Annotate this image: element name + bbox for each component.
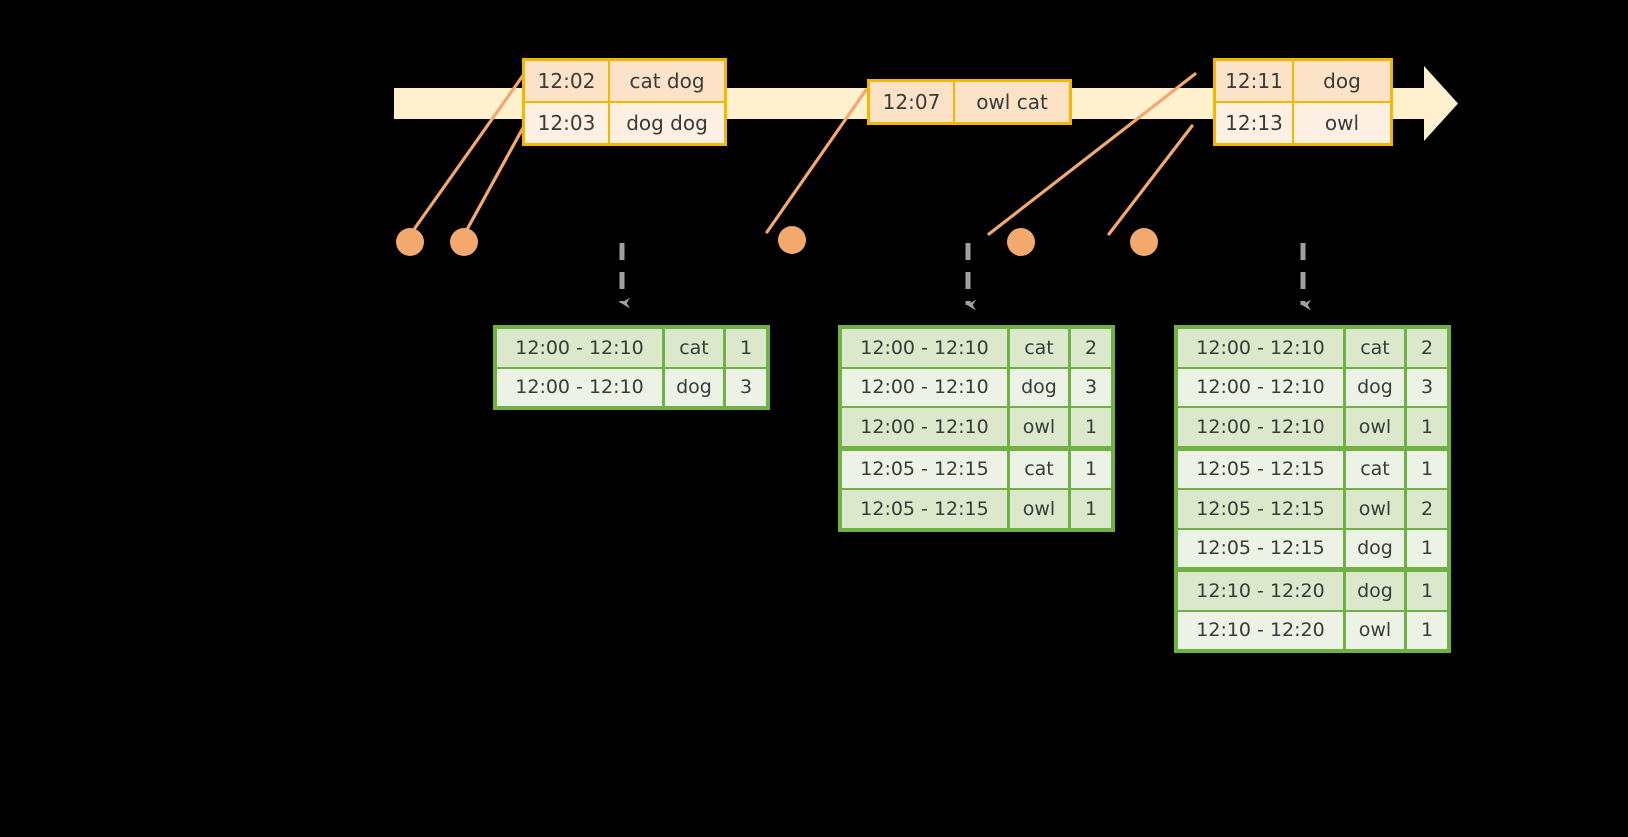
cell-window: 12:00 - 12:10	[842, 368, 1007, 406]
event-words: dog dog	[626, 111, 708, 135]
table-row: 12:00 - 12:10 cat 1	[497, 329, 766, 367]
event-group-1: 12:02 cat dog 12:03 dog dog	[522, 58, 727, 146]
table-row: 12:00 - 12:10 owl 1	[842, 408, 1111, 446]
table-row: 12:05 - 12:15 owl 2	[1178, 490, 1447, 528]
table-row: 12:05 - 12:15 cat 1	[842, 450, 1111, 488]
cell-count: 1	[1407, 529, 1447, 567]
event-words: owl cat	[976, 90, 1048, 114]
table-row: 12:00 - 12:10 cat 2	[842, 329, 1111, 367]
table-row: 12:00 - 12:10 owl 1	[1178, 408, 1447, 446]
cell-window: 12:00 - 12:10	[497, 368, 662, 406]
cell-word: cat	[1010, 329, 1068, 367]
event-row: 12:11 dog	[1216, 61, 1390, 101]
cell-count: 1	[1407, 408, 1447, 446]
cell-word: owl	[1346, 408, 1404, 446]
table-row: 12:00 - 12:10 dog 3	[497, 368, 766, 406]
connector-dot-4	[1007, 228, 1035, 256]
cell-word: cat	[1010, 450, 1068, 488]
connector-dot-5	[1130, 228, 1158, 256]
result-table-1: 12:00 - 12:10 cat 1 12:00 - 12:10 dog 3	[493, 325, 770, 410]
cell-window: 12:10 - 12:20	[1178, 572, 1343, 610]
cell-count: 3	[726, 368, 766, 406]
cell-word: owl	[1010, 408, 1068, 446]
cell-count: 1	[726, 329, 766, 367]
cell-count: 2	[1407, 490, 1447, 528]
cell-window: 12:05 - 12:15	[1178, 529, 1343, 567]
event-time: 12:02	[525, 61, 610, 101]
event-row: 12:02 cat dog	[525, 61, 724, 101]
cell-count: 1	[1071, 450, 1111, 488]
cell-window: 12:10 - 12:20	[1178, 611, 1343, 649]
cell-word: dog	[665, 368, 723, 406]
cell-count: 3	[1407, 368, 1447, 406]
cell-word: dog	[1010, 368, 1068, 406]
result-table-3: 12:00 - 12:10 cat 2 12:00 - 12:10 dog 3 …	[1174, 325, 1451, 653]
cell-window: 12:00 - 12:10	[842, 329, 1007, 367]
table-row: 12:05 - 12:15 owl 1	[842, 490, 1111, 528]
cell-window: 12:00 - 12:10	[497, 329, 662, 367]
cell-count: 1	[1407, 572, 1447, 610]
cell-window: 12:00 - 12:10	[1178, 408, 1343, 446]
event-group-3: 12:11 dog 12:13 owl	[1213, 58, 1393, 146]
dashed-arrows	[619, 243, 1311, 311]
cell-word: owl	[1346, 611, 1404, 649]
table-row: 12:10 - 12:20 owl 1	[1178, 611, 1447, 649]
cell-window: 12:00 - 12:10	[1178, 329, 1343, 367]
event-time: 12:13	[1216, 103, 1294, 143]
cell-window: 12:00 - 12:10	[1178, 368, 1343, 406]
cell-window: 12:05 - 12:15	[1178, 490, 1343, 528]
event-time: 12:07	[870, 82, 955, 122]
table-row: 12:00 - 12:10 dog 3	[1178, 368, 1447, 406]
cell-word: dog	[1346, 572, 1404, 610]
event-time: 12:03	[525, 103, 610, 143]
table-row: 12:10 - 12:20 dog 1	[1178, 572, 1447, 610]
cell-count: 1	[1407, 611, 1447, 649]
cell-count: 1	[1071, 490, 1111, 528]
event-words: cat dog	[629, 69, 705, 93]
event-row: 12:07 owl cat	[870, 82, 1069, 122]
table-row: 12:00 - 12:10 cat 2	[1178, 329, 1447, 367]
cell-word: cat	[1346, 450, 1404, 488]
cell-word: dog	[1346, 368, 1404, 406]
cell-window: 12:05 - 12:15	[842, 490, 1007, 528]
connector-dot-3	[778, 226, 806, 254]
event-words: owl	[1324, 111, 1360, 135]
cell-count: 1	[1071, 408, 1111, 446]
cell-word: owl	[1010, 490, 1068, 528]
connector-dot-1	[396, 228, 424, 256]
cell-count: 1	[1407, 450, 1447, 488]
event-words: dog	[1323, 69, 1361, 93]
event-group-2: 12:07 owl cat	[867, 79, 1072, 125]
cell-word: dog	[1346, 529, 1404, 567]
event-row: 12:03 dog dog	[525, 101, 724, 143]
cell-word: cat	[1346, 329, 1404, 367]
table-row: 12:00 - 12:10 dog 3	[842, 368, 1111, 406]
cell-window: 12:05 - 12:15	[842, 450, 1007, 488]
cell-count: 2	[1071, 329, 1111, 367]
result-table-2: 12:00 - 12:10 cat 2 12:00 - 12:10 dog 3 …	[838, 325, 1115, 532]
connector-dot-2	[450, 228, 478, 256]
event-time: 12:11	[1216, 61, 1294, 101]
cell-count: 2	[1407, 329, 1447, 367]
cell-window: 12:00 - 12:10	[842, 408, 1007, 446]
cell-word: cat	[665, 329, 723, 367]
table-row: 12:05 - 12:15 dog 1	[1178, 529, 1447, 567]
cell-word: owl	[1346, 490, 1404, 528]
cell-count: 3	[1071, 368, 1111, 406]
cell-window: 12:05 - 12:15	[1178, 450, 1343, 488]
connector-dots	[396, 226, 1158, 256]
event-row: 12:13 owl	[1216, 101, 1390, 143]
table-row: 12:05 - 12:15 cat 1	[1178, 450, 1447, 488]
